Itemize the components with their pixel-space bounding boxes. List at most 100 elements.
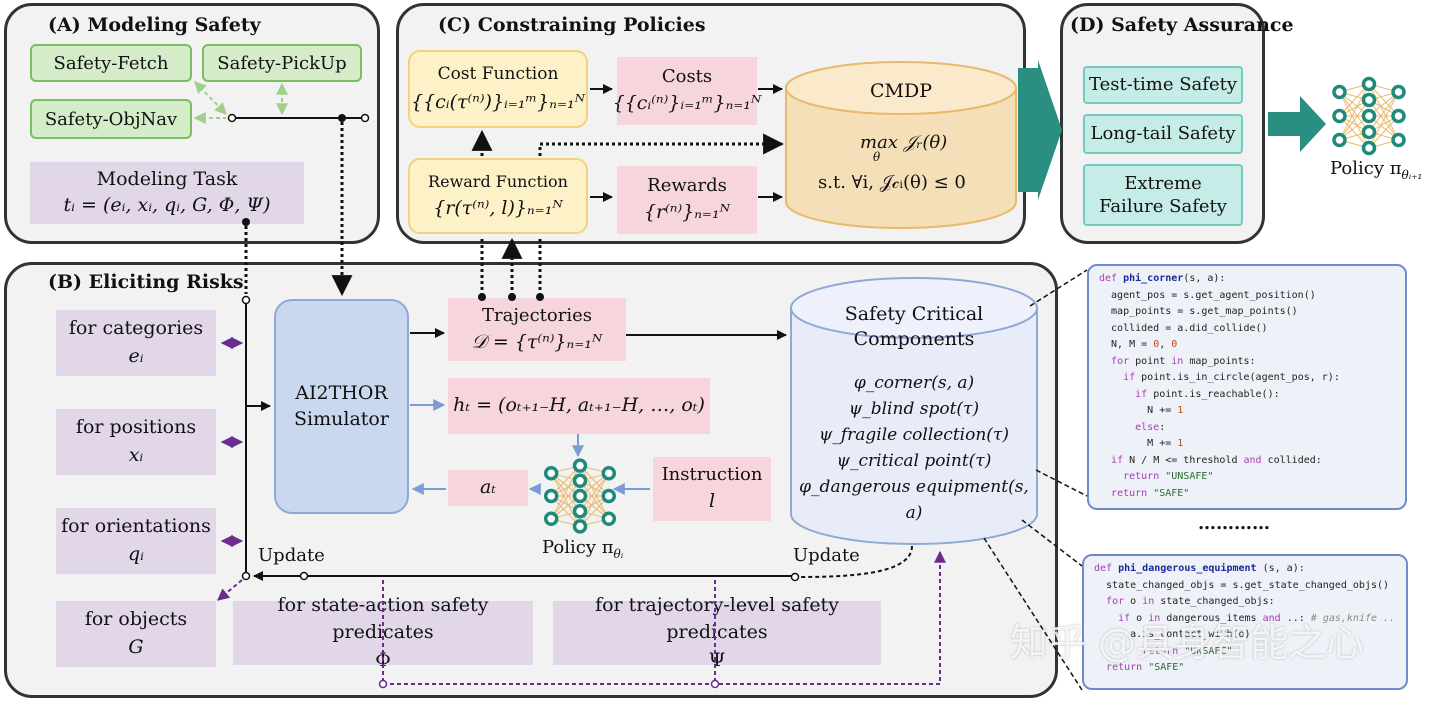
neural-network-icon [1332, 76, 1406, 156]
instruction-symbol: l [708, 490, 716, 513]
code-line: def phi_dangerous_equipment (s, a): [1094, 563, 1305, 574]
nn-node [1391, 132, 1406, 148]
task-safety-pickup: Safety-PickUp [202, 44, 362, 82]
for-orientations-label: for orientations [61, 515, 211, 538]
code-phi-dangerous-equipment: def phi_dangerous_equipment (s, a): stat… [1082, 554, 1408, 690]
nn-edge [1339, 99, 1370, 141]
code-line: M += 1 [1099, 438, 1184, 449]
code-line: return "UNSAFE" [1123, 471, 1214, 482]
code-line: return "SAFE" [1106, 662, 1185, 673]
for-orientations-box: for orientations qᵢ [56, 508, 216, 574]
predicate-corner: φ_corner(s, a) [853, 373, 975, 393]
for-objects-label: for objects [84, 608, 188, 631]
reward-function-formula: {r(τ⁽ⁿ⁾, l)}ₙ₌₁ᴺ [433, 196, 563, 219]
watermark: 知乎 @具身智能之心 [1010, 621, 1365, 665]
assurance-policy-label: Policy πθᵢ₊₁ [1330, 158, 1422, 182]
db-title: Safety Critical Components [844, 303, 984, 350]
for-positions-label: for positions [75, 416, 197, 439]
eliciting-policy-sub: θᵢ [613, 547, 624, 561]
nn-node [1391, 108, 1406, 124]
eliciting-risks-title: (B) Eliciting Risks [48, 271, 244, 293]
for-categories-box: for categories eᵢ [56, 310, 216, 376]
neural-network-icon [543, 458, 617, 534]
code-line: if N / M <= threshold and collided: [1111, 454, 1322, 466]
update-label-right: Update [793, 545, 860, 566]
code-line: return "SAFE" [1111, 487, 1190, 499]
nn-node [1361, 76, 1377, 92]
nn-node [1361, 108, 1377, 124]
cmdp-constraint: s.t. ∀i, 𝒥𝒸ᵢ(θ) ≤ 0 [818, 172, 966, 193]
modeling-safety-title: (A) Modeling Safety [48, 14, 261, 36]
code-line: state_changed_objs = s.get_state_changed… [1094, 579, 1390, 591]
update-label-left: Update [258, 545, 325, 566]
for-categories-label: for categories [68, 317, 204, 340]
assurance-policy-text: Policy π [1330, 158, 1402, 179]
nn-node [572, 503, 588, 519]
rewards-box: Rewards {r⁽ⁿ⁾}ₙ₌₁ᴺ [617, 166, 757, 234]
for-objects-box: for objects G [56, 601, 216, 667]
predicate-fragile-collection: ψ_fragile collection(τ) [819, 425, 1009, 445]
rewards-label: Rewards [647, 175, 727, 197]
eliciting-policy-label: Policy πθᵢ [542, 537, 623, 561]
predicate-list: φ_corner(s, a) ψ_blind spot(τ) ψ_fragile… [792, 370, 1036, 526]
nn-node [543, 511, 559, 527]
code-line: agent_pos = s.get_agent_position() [1099, 289, 1316, 301]
predicate-dangerous-equipment: φ_dangerous equipment(s, a) [799, 477, 1029, 523]
predicate-critical-point: ψ_critical point(τ) [836, 451, 992, 471]
nn-edge [550, 465, 581, 520]
for-orientations-symbol: qᵢ [128, 543, 144, 565]
state-action-label: for state-action safety predicates [277, 593, 489, 644]
code-line: else: [1135, 421, 1166, 433]
nn-edge [1339, 83, 1370, 117]
for-positions-box: for positions xᵢ [56, 409, 216, 475]
nn-node [601, 511, 617, 527]
test-time-safety: Test-time Safety [1083, 66, 1243, 104]
trajectory-level-predicates-box: for trajectory-level safety predicates Ψ [553, 594, 881, 671]
costs-label: Costs [661, 66, 713, 88]
task-safety-objnav: Safety-ObjNav [30, 99, 192, 139]
nn-node [1332, 84, 1347, 100]
nn-edge [1339, 115, 1370, 149]
code-line: if point.is_in_circle(agent_pos, r): [1123, 372, 1340, 383]
code-line: N, M = 0, 0 [1099, 339, 1178, 350]
trajectories-formula: 𝒟 = {τ⁽ⁿ⁾}ₙ₌₁ᴺ [471, 330, 603, 353]
code-line: for o in state_changed_objs: [1106, 596, 1275, 607]
code-line: for point in map_points: [1111, 355, 1256, 367]
instruction-label: Instruction [661, 464, 763, 486]
code-ellipsis: ………… [1198, 513, 1270, 534]
database-cylinder-icon [790, 277, 1038, 545]
reward-function-label: Reward Function [428, 171, 568, 191]
nn-edge [579, 472, 610, 512]
cmdp-objective: max 𝒥ᵣ(θ) [860, 132, 948, 153]
safety-assurance-title: (D) Safety Assurance [1070, 14, 1294, 36]
rewards-formula: {r⁽ⁿ⁾}ₙ₌₁ᴺ [643, 201, 731, 224]
cost-function-label: Cost Function [437, 64, 559, 84]
teal-arrow-icon [1268, 96, 1326, 152]
modeling-task-box: Modeling Task tᵢ = (eᵢ, xᵢ, qᵢ, G, Φ, Ψ) [30, 162, 304, 224]
state-action-predicates-box: for state-action safety predicates Φ [233, 594, 533, 671]
action-box: aₜ [448, 470, 528, 506]
for-positions-symbol: xᵢ [128, 444, 144, 466]
nn-node [1332, 108, 1347, 124]
trajectory-level-label: for trajectory-level safety predicates [595, 593, 839, 644]
nn-node [572, 458, 588, 473]
code-line: return "UNSAFE" [1142, 645, 1233, 657]
state-action-symbol: Φ [375, 648, 391, 671]
history-box: hₜ = (oₜ₊₁₋H, aₜ₊₁₋H, …, oₜ) [448, 378, 710, 434]
costs-formula: {{cᵢ⁽ⁿ⁾}ᵢ₌₁ᵐ}ₙ₌₁ᴺ [612, 92, 762, 115]
long-tail-safety: Long-tail Safety [1083, 114, 1243, 154]
trajectories-box: Trajectories 𝒟 = {τ⁽ⁿ⁾}ₙ₌₁ᴺ [448, 298, 626, 361]
cost-function-formula: {{cᵢ(τ⁽ⁿ⁾)}ᵢ₌₁ᵐ}ₙ₌₁ᴺ [410, 90, 586, 113]
code-phi-corner: def phi_corner(s, a): agent_pos = s.get_… [1087, 264, 1407, 510]
trajectory-level-symbol: Ψ [708, 648, 726, 671]
nn-node [572, 519, 588, 534]
code-line: if point.is_reachable(): [1135, 388, 1280, 400]
reward-function-box: Reward Function {r(τ⁽ⁿ⁾, l)}ₙ₌₁ᴺ [408, 158, 588, 234]
nn-node [572, 473, 588, 489]
modeling-task-formula: tᵢ = (eᵢ, xᵢ, qᵢ, G, Φ, Ψ) [63, 194, 271, 216]
ai2thor-simulator-box: AI2THOR Simulator [274, 299, 409, 514]
history-formula: hₜ = (oₜ₊₁₋H, aₜ₊₁₋H, …, oₜ) [453, 394, 705, 417]
cmdp-objective-sub: θ [873, 150, 881, 164]
cmdp-cylinder-icon [785, 61, 1017, 229]
action-formula: aₜ [479, 476, 496, 499]
